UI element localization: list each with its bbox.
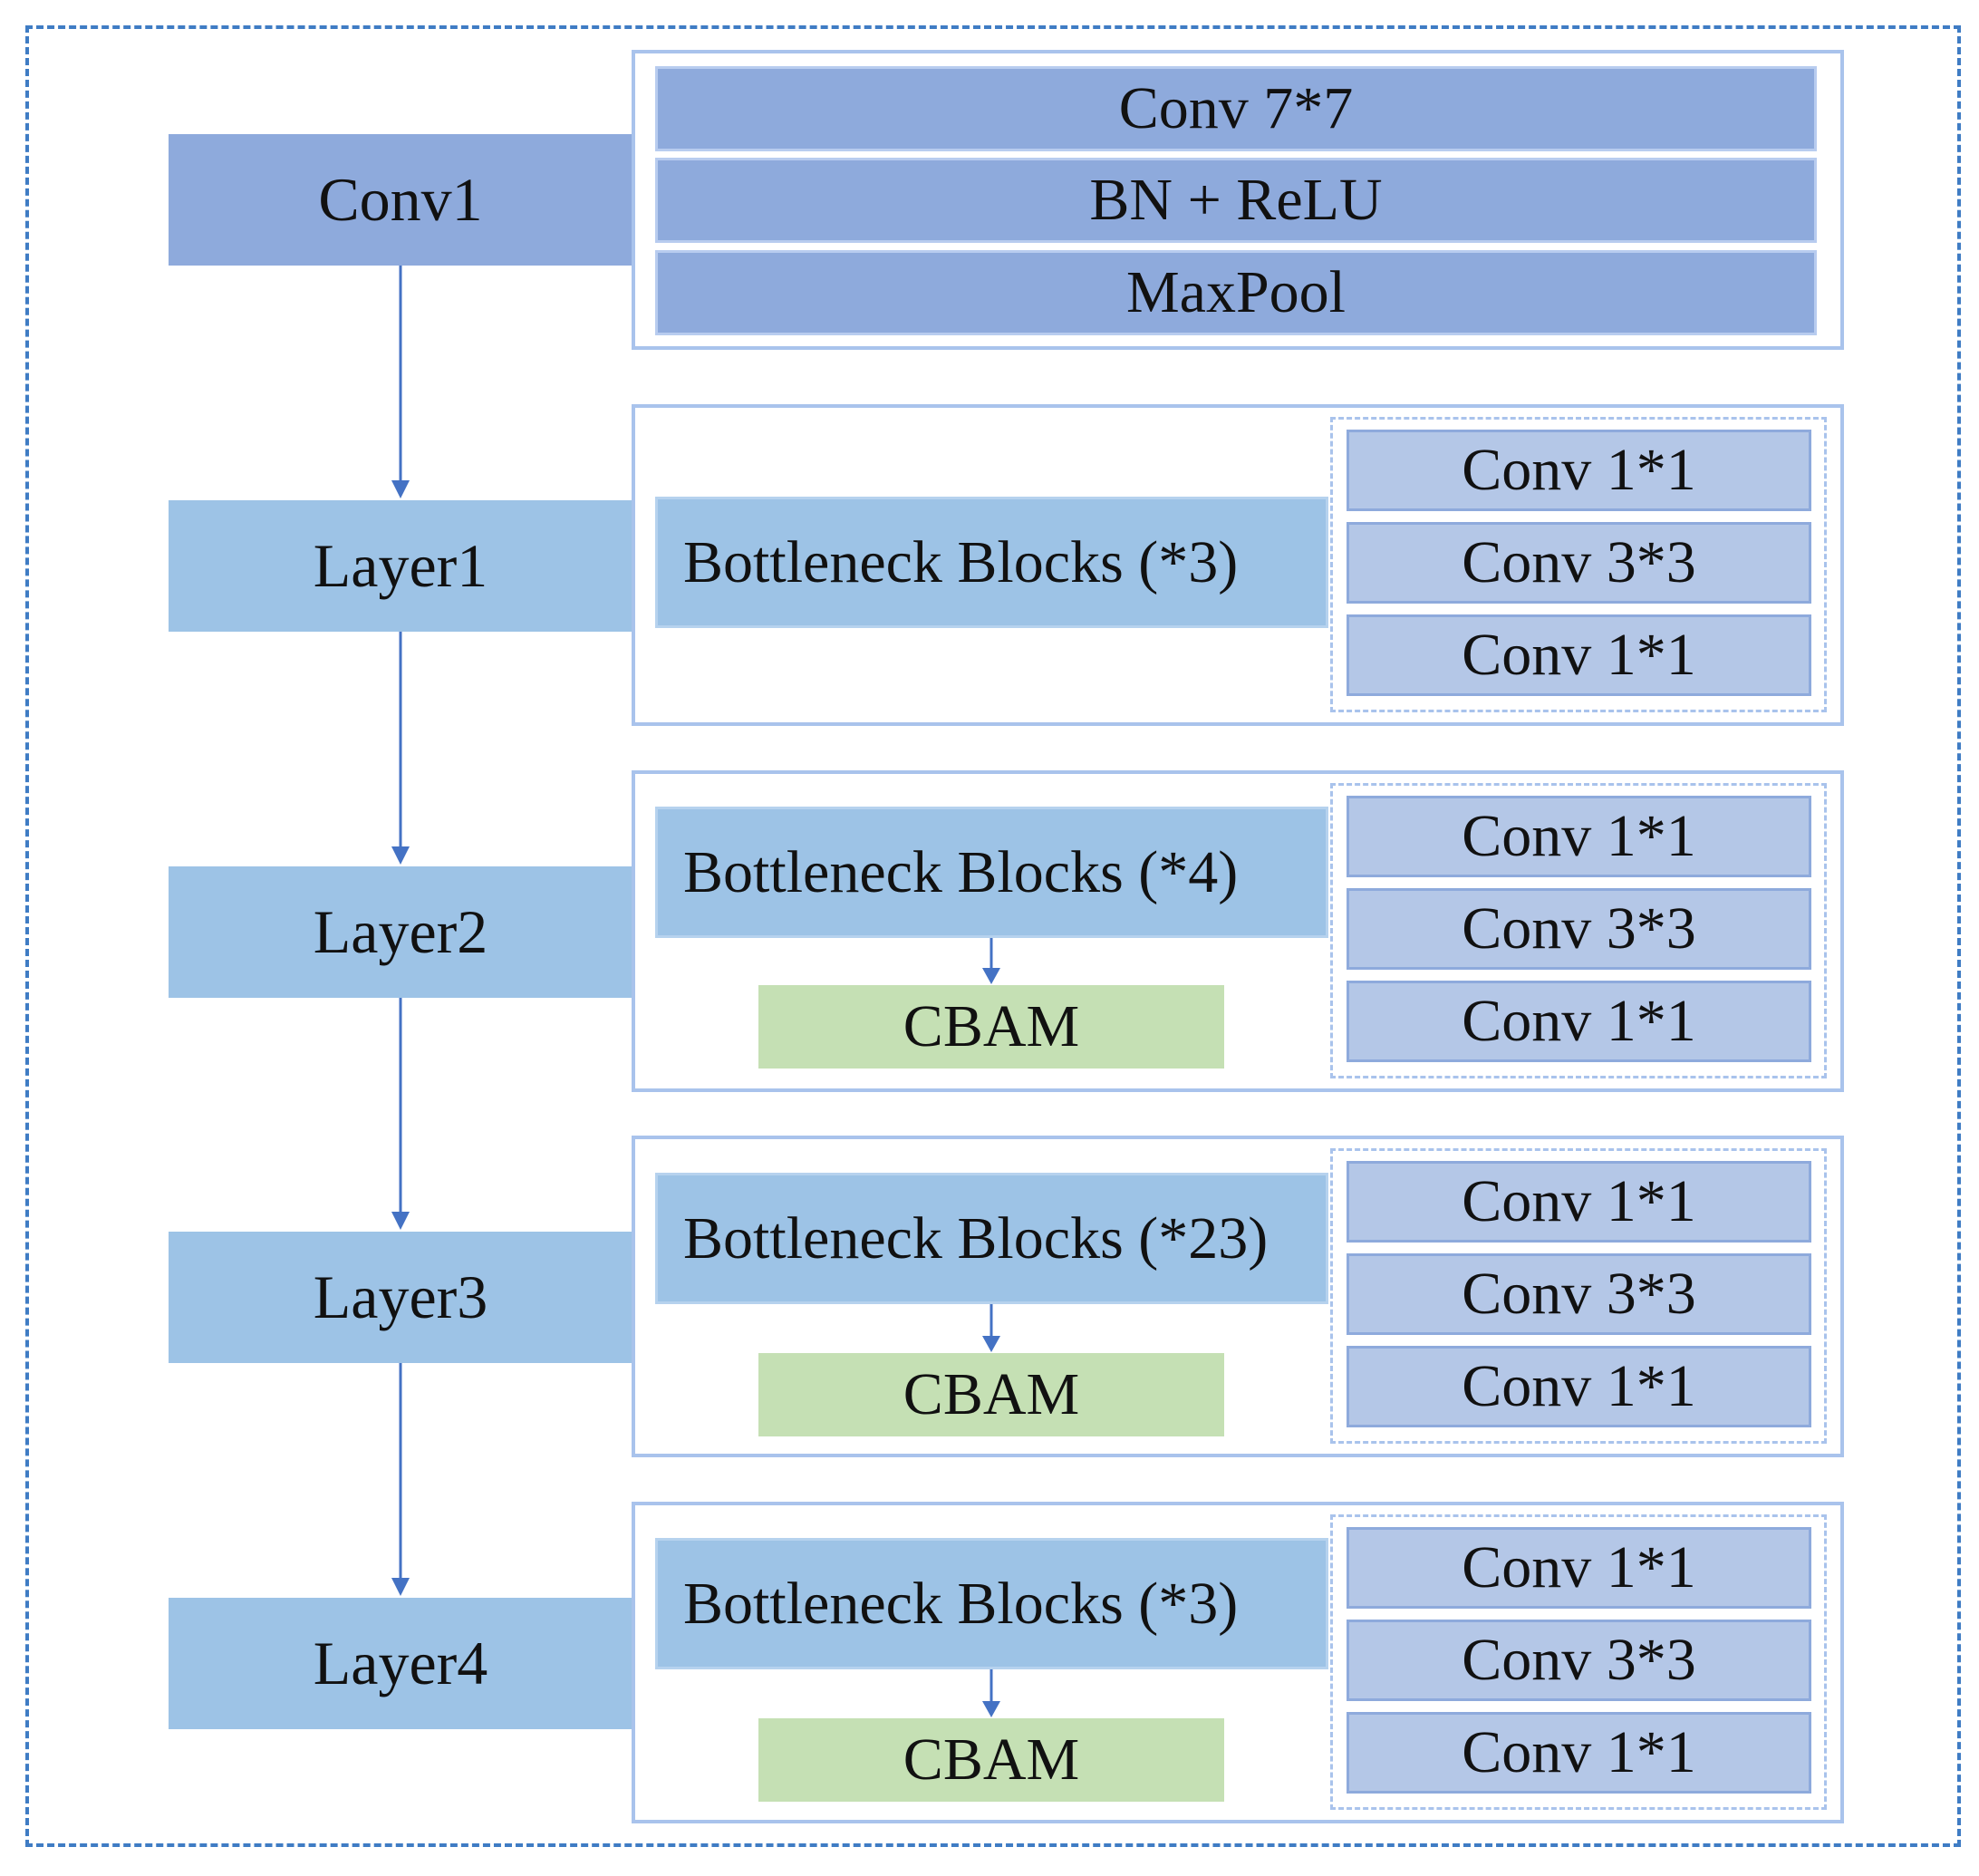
layer4-inner-block — [1330, 1514, 1827, 1810]
layer-label: Layer3 — [313, 1262, 488, 1331]
cbam-label: CBAM — [903, 1361, 1080, 1427]
conv1-op-label: MaxPool — [1125, 259, 1347, 325]
conv1-node: Conv1 — [169, 134, 632, 266]
inner-conv-label: Conv 3*3 — [1462, 895, 1696, 962]
layer1-inner-conv-2: Conv 3*3 — [1347, 522, 1811, 604]
conv1-op-maxpool: MaxPool — [655, 250, 1817, 335]
layer3-cbam: CBAM — [758, 1353, 1224, 1436]
inner-conv-label: Conv 1*1 — [1462, 803, 1696, 869]
inner-conv-label: Conv 1*1 — [1462, 1353, 1696, 1419]
inner-conv-label: Conv 1*1 — [1462, 988, 1696, 1054]
arrowhead-layer3 — [391, 1212, 410, 1230]
inner-conv-label: Conv 3*3 — [1462, 1261, 1696, 1327]
conv1-op-conv: Conv 7*7 — [655, 66, 1817, 151]
layer3-inner-conv-2: Conv 3*3 — [1347, 1253, 1811, 1335]
layer4-cbam: CBAM — [758, 1718, 1224, 1802]
layer2-inner-conv-1: Conv 1*1 — [1347, 796, 1811, 877]
inner-conv-label: Conv 1*1 — [1462, 1719, 1696, 1785]
bottleneck-label: Bottleneck Blocks (*23) — [683, 1204, 1269, 1272]
layer4-inner-conv-1: Conv 1*1 — [1347, 1527, 1811, 1609]
conv1-op-label: Conv 7*7 — [1118, 75, 1354, 141]
bottleneck-label: Bottleneck Blocks (*4) — [683, 838, 1239, 905]
conv1-label: Conv1 — [318, 165, 483, 234]
arrowhead-cbam-4 — [982, 1701, 1000, 1717]
main-flow-arrows — [391, 266, 410, 1596]
inner-conv-label: Conv 3*3 — [1462, 1627, 1696, 1693]
layer2-cbam: CBAM — [758, 985, 1224, 1069]
layer3-inner-block — [1330, 1148, 1827, 1444]
layer2-inner-block — [1330, 783, 1827, 1078]
inner-conv-label: Conv 3*3 — [1462, 529, 1696, 595]
layer2-inner-conv-2: Conv 3*3 — [1347, 888, 1811, 970]
inner-conv-label: Conv 1*1 — [1462, 1534, 1696, 1600]
arrowhead-layer4 — [391, 1578, 410, 1596]
layer1-inner-conv-1: Conv 1*1 — [1347, 430, 1811, 511]
conv1-op-bn-relu: BN + ReLU — [655, 158, 1817, 243]
arrowhead-layer2 — [391, 846, 410, 865]
inner-conv-label: Conv 1*1 — [1462, 437, 1696, 503]
layer4-inner-conv-3: Conv 1*1 — [1347, 1712, 1811, 1794]
inner-conv-label: Conv 1*1 — [1462, 1168, 1696, 1234]
layer3-inner-conv-1: Conv 1*1 — [1347, 1161, 1811, 1243]
layer1-bottleneck: Bottleneck Blocks (*3) — [655, 497, 1328, 628]
conv1-op-label: BN + ReLU — [1089, 167, 1383, 233]
layer1-inner-block — [1330, 417, 1827, 712]
cbam-arrows — [982, 938, 1000, 1717]
layer3-node: Layer3 — [169, 1232, 632, 1363]
bottleneck-label: Bottleneck Blocks (*3) — [683, 528, 1239, 595]
layer-label: Layer4 — [313, 1629, 488, 1697]
arrowhead-cbam-2 — [982, 968, 1000, 984]
inner-conv-label: Conv 1*1 — [1462, 622, 1696, 688]
outer-dashed-frame — [25, 25, 1961, 1847]
cbam-label: CBAM — [903, 993, 1080, 1059]
layer2-inner-conv-3: Conv 1*1 — [1347, 981, 1811, 1062]
layer2-bottleneck: Bottleneck Blocks (*4) — [655, 807, 1328, 938]
layer4-bottleneck: Bottleneck Blocks (*3) — [655, 1538, 1328, 1669]
layer3-bottleneck: Bottleneck Blocks (*23) — [655, 1173, 1328, 1304]
layer-label: Layer1 — [313, 531, 488, 600]
layer1-node: Layer1 — [169, 500, 632, 632]
cbam-label: CBAM — [903, 1726, 1080, 1793]
layer4-node: Layer4 — [169, 1598, 632, 1729]
layer1-inner-conv-3: Conv 1*1 — [1347, 614, 1811, 696]
layer3-inner-conv-3: Conv 1*1 — [1347, 1346, 1811, 1427]
layer4-inner-conv-2: Conv 3*3 — [1347, 1620, 1811, 1701]
bottleneck-label: Bottleneck Blocks (*3) — [683, 1570, 1239, 1637]
arrowhead-layer1 — [391, 480, 410, 498]
layer2-node: Layer2 — [169, 866, 632, 998]
layer-label: Layer2 — [313, 897, 488, 966]
arrowhead-cbam-3 — [982, 1336, 1000, 1352]
